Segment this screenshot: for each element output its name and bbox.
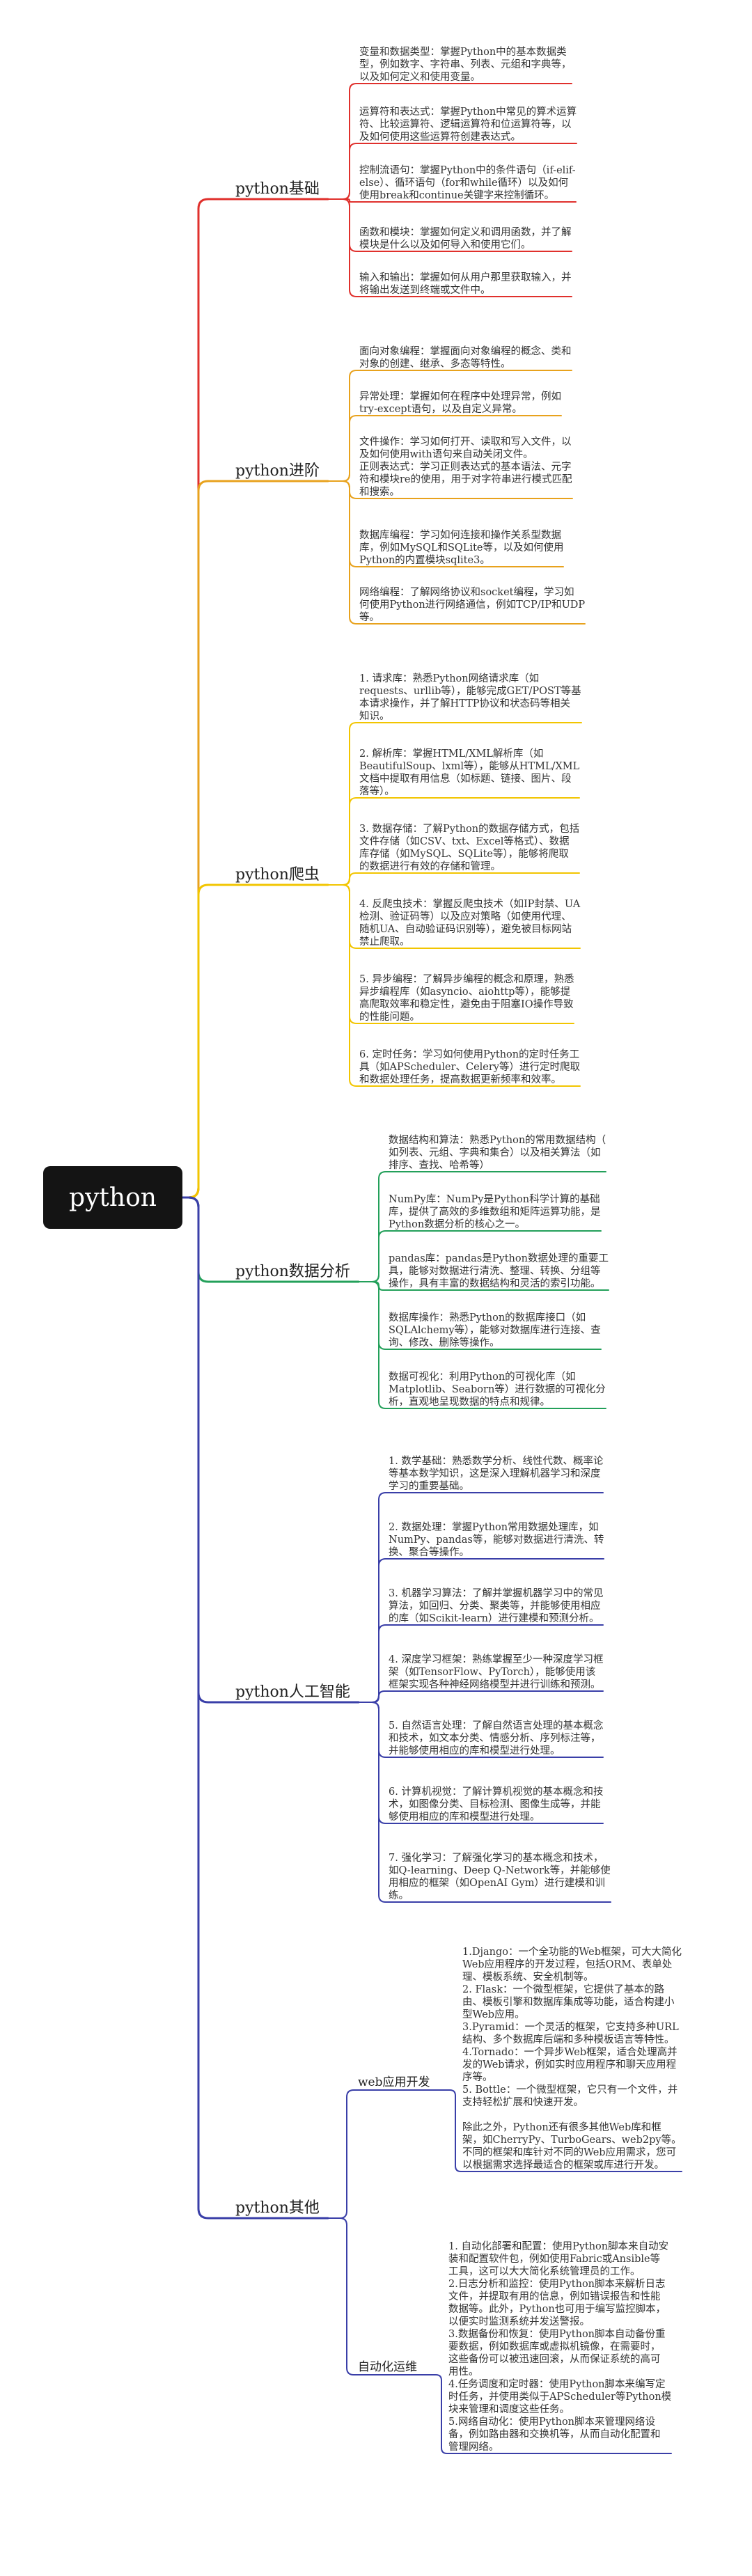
branch-python-crawler[interactable]: python爬虫 — [235, 866, 320, 883]
leaf-ai-3: 3. 机器学习算法：了解并掌握机器学习中的常见 算法，如回归、分类、聚类等，并能… — [389, 1588, 604, 1624]
leaf-data-1: 数据结构和算法：熟悉Python的常用数据结构（ 如列表、元组、字典和集合）以及… — [389, 1135, 606, 1171]
leaf-crawler-2: 2. 解析库：掌握HTML/XML解析库（如 BeautifulSoup、lxm… — [359, 748, 580, 797]
connector-basics-leaf-5 — [327, 198, 572, 297]
leaf-ai-7: 7. 强化学习：了解强化学习的基本概念和技术， 如Q-learning、Deep… — [389, 1853, 611, 1901]
branch-python-basics[interactable]: python基础 — [235, 180, 320, 198]
connector-ai-leaf-7 — [358, 1702, 611, 1903]
connector-data-leaf-5 — [358, 1281, 606, 1409]
leaf-data-2: NumPy库：NumPy是Python科学计算的基础 库，提供了高效的多维数组和… — [389, 1194, 601, 1230]
connector-root-basics — [181, 198, 329, 1199]
leaf-advanced-3: 文件操作：学习如何打开、读取和写入文件，以 及如何使用with语句来自动关闭文件… — [359, 437, 572, 498]
leaf-data-5: 数据可视化：利用Python的可视化库（如 Matplotlib、Seaborn… — [389, 1372, 606, 1408]
connector-other-sub-1 — [327, 2089, 437, 2219]
leaf-crawler-1: 1. 请求库：熟悉Python网络请求库（如 requests、urllib等）… — [359, 673, 581, 722]
root-node[interactable]: python — [43, 1166, 182, 1229]
branch-python-advanced[interactable]: python进阶 — [235, 462, 320, 480]
connector-root-other — [181, 1196, 329, 2220]
leaf-advanced-4: 数据库编程：学习如何连接和操作关系型数据 库，例如MySQL和SQLite等，以… — [359, 530, 564, 566]
sub-web-dev[interactable]: web应用开发 — [358, 2075, 430, 2089]
connector-crawler-leaf-3 — [327, 872, 580, 886]
leaf-data-3: pandas库：pandas是Python数据处理的重要工 具，能够对数据进行清… — [389, 1253, 609, 1289]
connector-advanced-leaf-2 — [327, 415, 562, 482]
leaf-advanced-2: 异常处理：掌握如何在程序中处理异常，例如 try-except语句，以及自定义异… — [359, 391, 561, 415]
connector-advanced-leaf-5 — [327, 480, 586, 625]
connector-basics-leaf-3 — [327, 198, 577, 203]
leaf-basics-3: 控制流语句：掌握Python中的条件语句（if-elif- else）、循环语句… — [359, 165, 576, 201]
leaf-advanced-1: 面向对象编程：掌握面向对象编程的概念、类和 对象的创建、继承、多态等特性。 — [359, 346, 572, 370]
connector-crawler-leaf-6 — [327, 884, 581, 1087]
leaf-ai-6: 6. 计算机视觉：了解计算机视觉的基本概念和技 术，如图像分类、目标检测、图像生… — [389, 1786, 604, 1823]
leaf-crawler-3: 3. 数据存储：了解Python的数据存储方式，包括 文件存储（如CSV、txt… — [359, 824, 580, 872]
leaf-crawler-6: 6. 定时任务：学习如何使用Python的定时任务工 具（如APSchedule… — [359, 1049, 580, 1085]
connector-other-text-2 — [422, 2374, 672, 2454]
leaf-basics-5: 输入和输出：掌握如何从用户那里获取输入，并 将输出发送到终端或文件中。 — [359, 272, 572, 296]
connector-ai-leaf-4 — [358, 1690, 604, 1703]
leaf-advanced-5: 网络编程：了解网络协议和socket编程，学习如 何使用Python进行网络通信… — [359, 587, 586, 623]
connector-root-advanced — [181, 480, 329, 1199]
leaf-basics-1: 变量和数据类型：掌握Python中的基本数据类 型，例如数字、字符串、列表、元组… — [359, 47, 572, 83]
connector-other-text-1 — [435, 2089, 682, 2172]
branch-python-other[interactable]: python其他 — [235, 2199, 320, 2217]
leaf-data-4: 数据库操作：熟悉Python的数据库接口（如 SQLAlchemy等），能够对数… — [389, 1312, 601, 1349]
leaf-crawler-4: 4. 反爬虫技术：掌握反爬虫技术（如IP封禁、UA 检测、验证码等）以及应对策略… — [359, 899, 581, 948]
connector-other-sub-2 — [327, 2217, 423, 2375]
leaf-ai-1: 1. 数学基础：熟悉数学分析、线性代数、概率论 等基本数学知识，这是深入理解机器… — [389, 1456, 604, 1492]
branch-python-ai[interactable]: python人工智能 — [235, 1683, 350, 1701]
leaf-ai-2: 2. 数据处理：掌握Python常用数据处理库，如 NumPy、pandas等，… — [389, 1522, 604, 1558]
leaf-ai-4: 4. 深度学习框架：熟练掌握至少一种深度学习框 架（如TensorFlow、Py… — [389, 1654, 604, 1690]
leaf-auto-ops-text: 1. 自动化部署和配置：使用Python脚本来自动安 装和配置软件包，例如使用F… — [448, 2241, 672, 2453]
leaf-basics-4: 函数和模块：掌握如何定义和调用函数，并了解 模块是什么以及如何导入和使用它们。 — [359, 227, 572, 251]
leaf-crawler-5: 5. 异步编程：了解异步编程的概念和原理，熟悉 异步编程库（如asyncio、a… — [359, 974, 574, 1023]
root-label: python — [69, 1183, 157, 1212]
sub-auto-ops[interactable]: 自动化运维 — [358, 2360, 417, 2374]
leaf-ai-5: 5. 自然语言处理：了解自然语言处理的基本概念 和技术，如文本分类、情感分析、序… — [389, 1720, 604, 1757]
branch-python-data-analysis[interactable]: python数据分析 — [235, 1263, 350, 1280]
connector-root-crawler — [181, 883, 329, 1199]
leaf-web-dev-text: 1.Django：一个全功能的Web框架，可大大简化 Web应用程序的开发过程，… — [462, 1947, 682, 2171]
leaf-basics-2: 运算符和表达式：掌握Python中常见的算术运算 符、比较运算符、逻辑运算符和位… — [359, 107, 577, 143]
